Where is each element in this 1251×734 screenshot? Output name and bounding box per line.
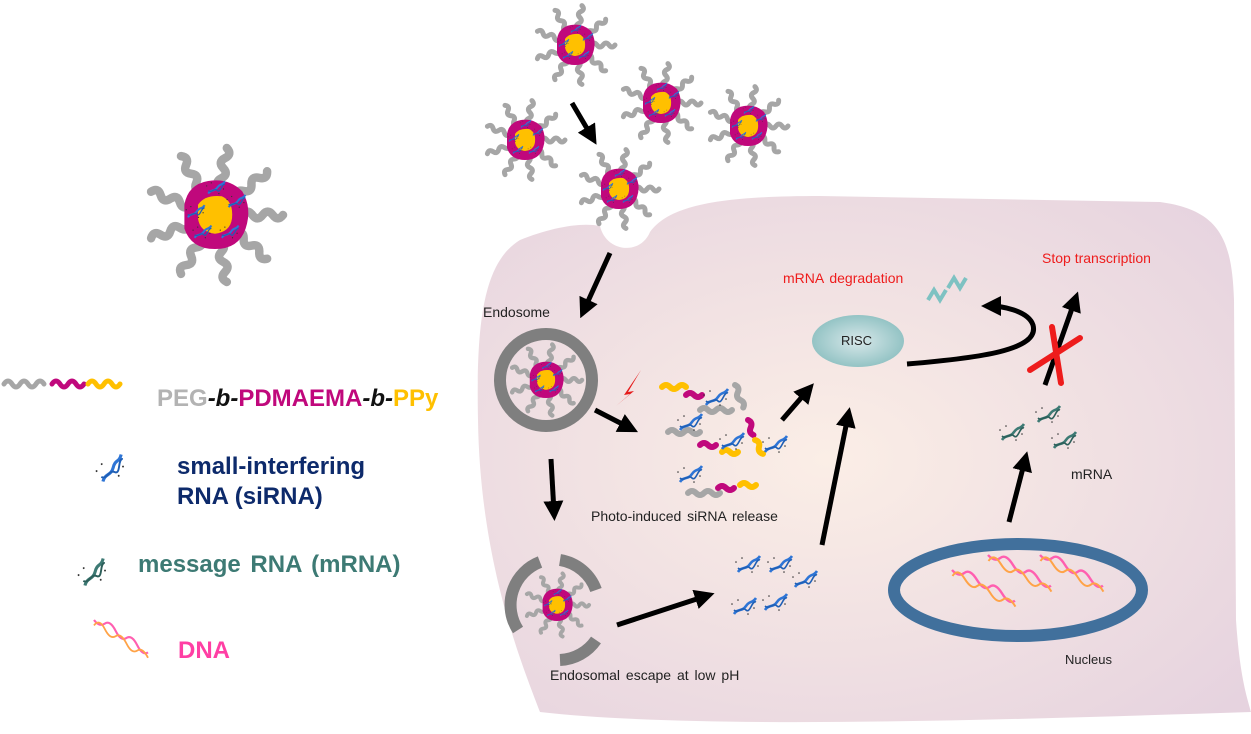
dna-legend-icon bbox=[92, 618, 150, 659]
risc-complex bbox=[812, 315, 904, 367]
arrow bbox=[593, 407, 639, 433]
micelle-nanoparticle-large bbox=[150, 147, 283, 282]
cell-membrane bbox=[477, 196, 1251, 723]
arrow bbox=[579, 251, 613, 319]
pdmaema-label: PDMAEMA bbox=[238, 385, 363, 412]
endosome-label: Endosome bbox=[483, 304, 550, 320]
peg-label: PEG bbox=[157, 385, 208, 412]
disrupted-endosome bbox=[504, 554, 602, 666]
polymer-legend-label: PEG-b-PDMAEMA-b-PPy bbox=[157, 384, 438, 414]
sirna-legend-line1: small-interfering bbox=[177, 453, 366, 480]
sirna-legend-icon bbox=[91, 452, 130, 486]
arrow bbox=[1042, 291, 1081, 386]
polymer-legend-icon bbox=[1, 378, 123, 390]
arrow bbox=[819, 407, 856, 546]
nucleus bbox=[888, 538, 1148, 642]
block-separator: -b- bbox=[362, 385, 393, 412]
nanoparticle bbox=[487, 100, 565, 179]
mrna-legend-icon bbox=[73, 556, 112, 590]
arrow bbox=[1006, 451, 1032, 523]
ppy-label: PPy bbox=[393, 385, 439, 412]
risc-label: RISC bbox=[841, 333, 873, 348]
nanoparticle bbox=[581, 149, 659, 228]
arrow bbox=[543, 458, 564, 521]
endosome bbox=[494, 328, 598, 432]
nanoparticle bbox=[537, 5, 615, 84]
dna-legend-label: DNA bbox=[178, 637, 230, 664]
photo-release-label: Photo-induced siRNA release bbox=[591, 508, 778, 524]
degraded-mrna bbox=[926, 274, 968, 304]
block-x-icon bbox=[1027, 324, 1083, 386]
nucleus-label: Nucleus bbox=[1065, 652, 1112, 667]
mrna-legend-label: message RNA (mRNA) bbox=[138, 551, 401, 578]
arrow bbox=[780, 383, 814, 422]
sirna-legend-line2: RNA (siRNA) bbox=[177, 483, 323, 510]
released-polymers bbox=[659, 382, 766, 498]
mrna-label: mRNA bbox=[1071, 466, 1113, 482]
nanoparticle bbox=[710, 86, 788, 165]
arrow bbox=[616, 589, 715, 628]
stop-transcription-label: Stop transcription bbox=[1042, 250, 1151, 266]
mrna-degradation-label: mRNA degradation bbox=[783, 270, 904, 286]
arrow bbox=[569, 101, 597, 145]
nanoparticle bbox=[623, 63, 701, 142]
arrow bbox=[906, 296, 1036, 367]
endosomal-escape-label: Endosomal escape at low pH bbox=[550, 667, 740, 683]
block-separator: -b- bbox=[207, 385, 239, 412]
sirna-legend-label: small-interfering RNA (siRNA) bbox=[177, 452, 365, 512]
